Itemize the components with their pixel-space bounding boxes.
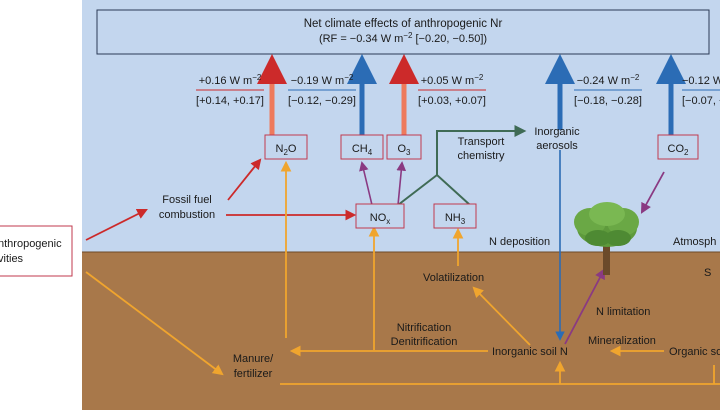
co2-from-tree-arrow — [640, 171, 665, 214]
svg-text:CH4: CH4 — [352, 143, 373, 157]
inorganic-aerosols-label-2: aerosols — [536, 140, 578, 152]
n-limitation-label: N limitation — [596, 306, 650, 318]
svg-text:[−0.12, −0.29]: [−0.12, −0.29] — [288, 95, 356, 107]
forcing-aerosols: −0.24 W m−2 [−0.18, −0.28] — [574, 73, 642, 107]
nh3-box: NH3 — [433, 203, 477, 229]
fossil-fuel-label: Fossil fuel — [162, 194, 212, 206]
svg-text:NH3: NH3 — [445, 212, 466, 226]
svg-text:+0.05 W m−2: +0.05 W m−2 — [421, 73, 484, 87]
anthro-to-manure-arrow — [85, 271, 224, 376]
forcing-o3: +0.05 W m−2 [+0.03, +0.07] — [418, 73, 486, 107]
denitrification-label: Denitrification — [391, 336, 458, 348]
ch4-box: CH4 — [340, 134, 384, 160]
soil-n-to-tree-arrow — [564, 268, 606, 345]
fossil-to-n2o-arrow — [227, 158, 262, 201]
nox-to-o3-arrow — [396, 161, 407, 206]
svg-text:+0.16 W m−2: +0.16 W m−2 — [199, 73, 262, 87]
transport-to-aerosols-arrow — [436, 125, 527, 175]
header-title: Net climate effects of anthropogenic Nr — [304, 18, 503, 30]
transport-label: Transport — [458, 136, 505, 148]
soil-to-volatilization-arrow — [472, 286, 531, 346]
fertilizer-label: fertilizer — [234, 368, 273, 380]
svg-text:CO2: CO2 — [668, 143, 690, 157]
nox-to-ch4-arrow — [359, 161, 373, 206]
header-subtitle: (RF = −0.34 W m−2 [−0.20, −0.50]) — [319, 31, 487, 45]
svg-text:−0.19 W m−2: −0.19 W m−2 — [291, 73, 354, 87]
soil-edge-label: S — [704, 267, 711, 279]
nitrification-label: Nitrification — [397, 322, 451, 334]
chemistry-label: chemistry — [457, 150, 505, 162]
forcing-ch4: −0.19 W m−2 [−0.12, −0.29] — [288, 73, 356, 107]
inorganic-aerosols-label-1: Inorganic — [534, 126, 580, 138]
combustion-label: combustion — [159, 209, 215, 221]
svg-text:[−0.07, −: [−0.07, − — [682, 95, 720, 107]
svg-text:−0.12 W m−2: −0.12 W m−2 — [682, 73, 720, 87]
svg-text:NOx: NOx — [370, 212, 391, 226]
inorganic-soil-n-label: Inorganic soil N — [492, 346, 568, 358]
anthro-to-fossil-arrow — [85, 209, 148, 241]
organic-soil-label: Organic so — [669, 346, 720, 358]
left-margin — [0, 0, 82, 410]
svg-text:[−0.18, −0.28]: [−0.18, −0.28] — [574, 95, 642, 107]
nox-box: NOx — [355, 203, 405, 229]
co2-box: CO2 — [657, 134, 699, 160]
forcing-co2: −0.12 W m−2 [−0.07, − — [682, 73, 720, 107]
n-deposition-label: N deposition — [489, 236, 550, 248]
mineralization-label: Mineralization — [588, 335, 656, 347]
volatilization-label: Volatilization — [423, 272, 484, 284]
o3-box: O3 — [386, 134, 422, 160]
tree-icon — [574, 202, 639, 275]
svg-text:[+0.03, +0.07]: [+0.03, +0.07] — [418, 95, 486, 107]
svg-text:−0.24 W m−2: −0.24 W m−2 — [577, 73, 640, 87]
anthropogenic-activities-box: nthropogenic vities — [0, 225, 73, 277]
manure-label: Manure/ — [233, 353, 274, 365]
atmosphere-label: Atmosph — [673, 236, 716, 248]
svg-text:vities: vities — [0, 253, 24, 265]
svg-text:O3: O3 — [397, 143, 411, 157]
forcing-n2o: +0.16 W m−2 [+0.14, +0.17] — [196, 73, 264, 107]
svg-text:N2O: N2O — [276, 143, 297, 157]
n2o-box: N2O — [264, 134, 308, 160]
svg-text:nthropogenic: nthropogenic — [0, 238, 62, 250]
svg-text:[+0.14, +0.17]: [+0.14, +0.17] — [196, 95, 264, 107]
